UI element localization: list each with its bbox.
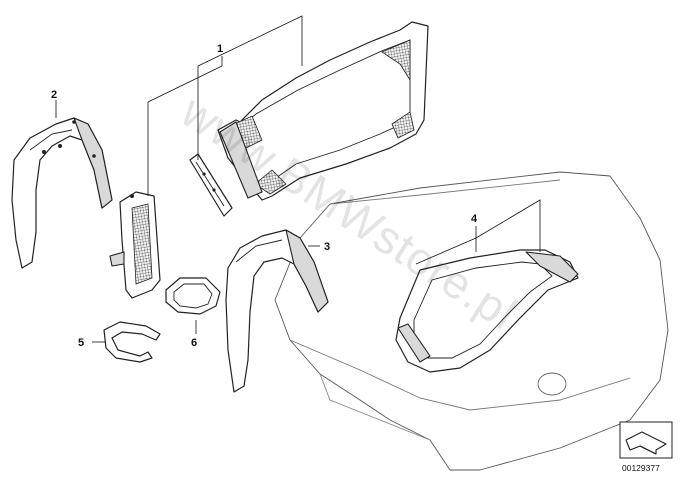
callout-2: 2 — [51, 89, 57, 101]
part-1-bracket — [189, 153, 233, 217]
callout-label-4: 4 — [471, 213, 478, 225]
document-number: 00129377 — [622, 463, 660, 473]
callout-label-2: 2 — [51, 89, 57, 101]
callout-1: 1 — [217, 43, 223, 55]
callout-label-3: 3 — [324, 241, 330, 253]
leader-lines — [55, 15, 541, 343]
part-2-rollbar-trim — [11, 117, 113, 269]
part-6-ring-trim — [165, 277, 221, 315]
part-1-side-panel — [109, 191, 161, 299]
part-5-clip — [103, 321, 161, 363]
callout-label-5: 5 — [78, 337, 84, 349]
part-4-trunk-frame — [395, 249, 579, 373]
callout-6: 6 — [191, 337, 197, 349]
callout-5: 5 — [78, 337, 84, 349]
callout-label-6: 6 — [191, 337, 197, 349]
part-3-rollbar-trim — [225, 229, 329, 393]
callout-3: 3 — [324, 241, 330, 253]
callout-label-1: 1 — [217, 43, 223, 55]
arrow-box-icon — [619, 421, 673, 459]
callout-4: 4 — [471, 213, 478, 225]
part-1-wind-deflector — [217, 21, 429, 201]
